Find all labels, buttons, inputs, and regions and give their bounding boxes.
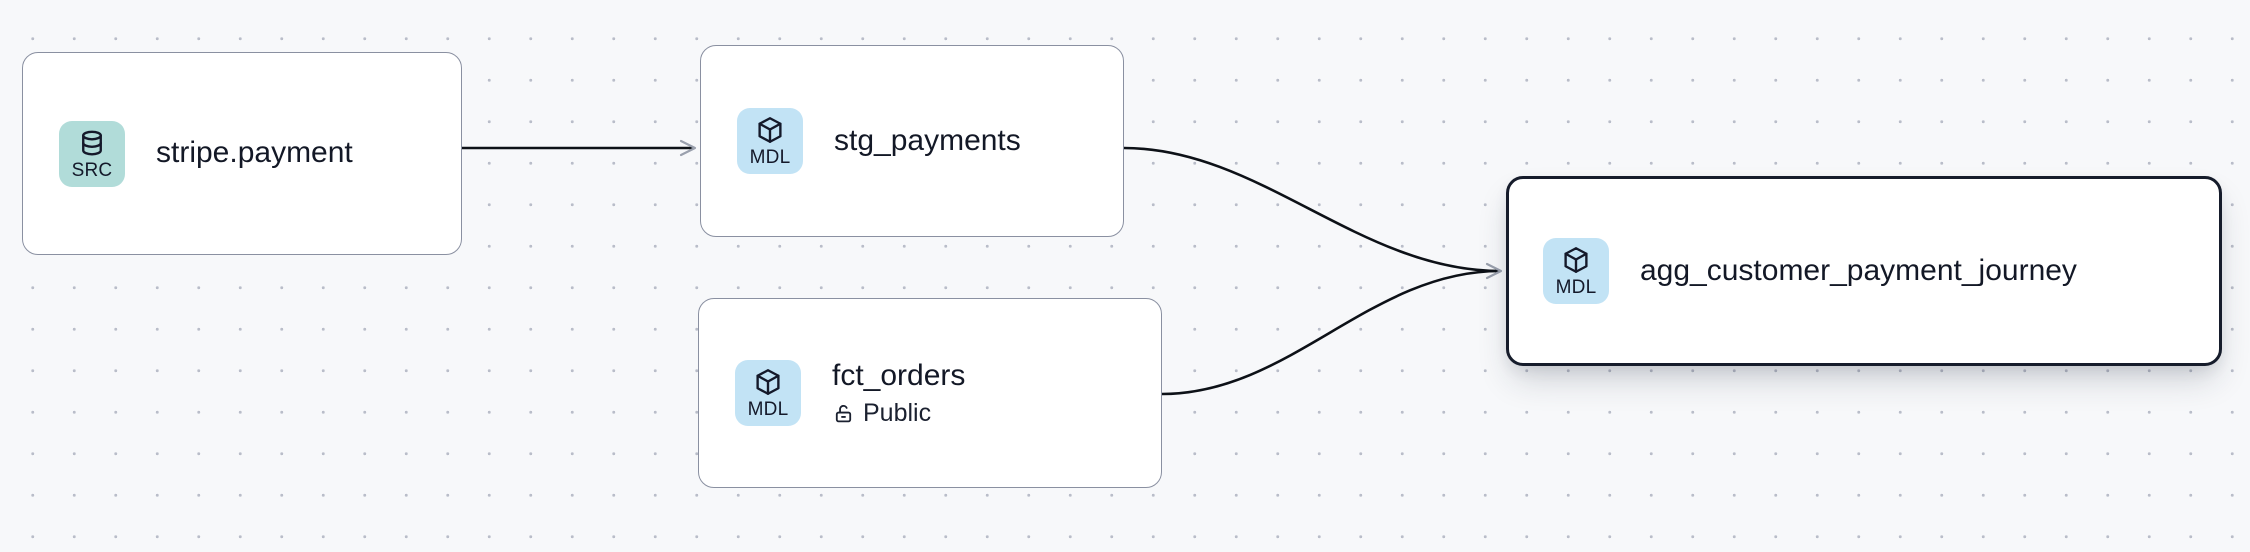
node-body: stripe.payment [156, 136, 353, 171]
node-stripe-payment[interactable]: SRC stripe.payment [22, 52, 462, 255]
node-agg-customer-payment-journey[interactable]: MDL agg_customer_payment_journey [1506, 176, 2222, 366]
model-badge: MDL [737, 108, 803, 174]
arrowhead-stg [679, 139, 697, 157]
visibility-label: Public [863, 399, 932, 427]
unlock-icon [835, 405, 852, 423]
edge-stg-to-agg [1123, 146, 1501, 273]
arrowhead-agg [1485, 262, 1503, 280]
cube-icon [1564, 247, 1588, 273]
source-badge-label: SRC [71, 159, 113, 181]
model-badge-label: MDL [749, 147, 791, 168]
source-badge: SRC [59, 120, 125, 187]
node-body: stg_payments [834, 124, 1021, 159]
database-icon [82, 130, 102, 155]
cube-icon [756, 369, 780, 395]
node-title: stg_payments [834, 123, 1021, 157]
visibility-badge: Public [832, 399, 965, 428]
node-title: fct_orders [832, 358, 966, 392]
node-stg-payments[interactable]: MDL stg_payments [700, 45, 1124, 237]
node-body: agg_customer_payment_journey [1640, 254, 2077, 289]
model-badge-label: MDL [747, 399, 789, 420]
edge-fct-to-agg [1161, 269, 1501, 396]
node-body: fct_orders Public [832, 359, 965, 428]
node-title: agg_customer_payment_journey [1640, 253, 2077, 287]
node-title: stripe.payment [156, 136, 353, 170]
model-badge: MDL [1543, 238, 1609, 304]
node-fct-orders[interactable]: MDL fct_orders Public [698, 298, 1162, 488]
cube-icon [758, 117, 782, 143]
model-badge: MDL [735, 360, 801, 426]
model-badge-label: MDL [1555, 277, 1597, 298]
